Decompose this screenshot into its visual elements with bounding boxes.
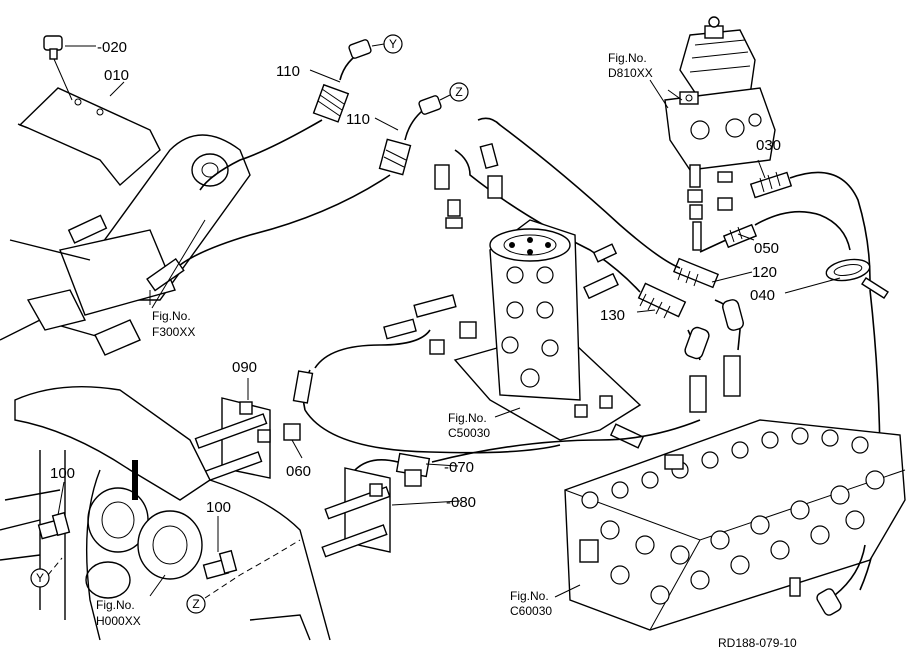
label-050: 050: [754, 240, 779, 257]
pilot-valve-fittings[interactable]: [687, 164, 733, 251]
figref-c60030[interactable]: Fig.No. C60030: [510, 589, 552, 618]
cable-tie-040[interactable]: [825, 256, 889, 299]
svg-text:Z: Z: [192, 597, 199, 611]
svg-text:Fig.No.: Fig.No.: [152, 309, 191, 323]
svg-text:Fig.No.: Fig.No.: [510, 589, 549, 603]
svg-text:F300XX: F300XX: [152, 325, 195, 339]
label-060: 060: [286, 463, 311, 480]
label-030: 030: [756, 137, 781, 154]
label-070: -070: [444, 459, 474, 476]
boom-bracket-h000[interactable]: [0, 385, 331, 641]
label-080: -080: [446, 494, 476, 511]
hose-050[interactable]: [699, 210, 851, 253]
cover-plate-010[interactable]: [17, 87, 161, 187]
lift-cylinder-assembly[interactable]: [0, 134, 251, 356]
svg-text:Z: Z: [455, 85, 462, 99]
swivel-joint-c50030[interactable]: [429, 219, 642, 441]
drawing-reference-number: RD188-079-10: [718, 636, 797, 650]
label-020: -020: [97, 39, 127, 56]
label-010: 010: [104, 67, 129, 84]
swivel-joint-fittings[interactable]: [383, 142, 619, 340]
hose-110-y[interactable]: [199, 39, 372, 191]
label-100-left: 100: [50, 465, 75, 482]
label-130: 130: [600, 307, 625, 324]
hose-110-z[interactable]: [179, 95, 442, 266]
hose-120[interactable]: [477, 117, 745, 351]
callout-z-top: Z: [439, 82, 469, 102]
svg-text:Y: Y: [36, 571, 44, 585]
figref-h000xx[interactable]: Fig.No. H000XX: [96, 598, 141, 628]
hose-130[interactable]: [454, 149, 711, 361]
label-110-y: 110: [276, 63, 300, 80]
control-valve-c60030[interactable]: [564, 355, 906, 631]
callout-y-bottom: Y: [30, 568, 50, 588]
label-100-right: 100: [206, 499, 231, 516]
svg-text:C50030: C50030: [448, 426, 490, 440]
svg-text:H000XX: H000XX: [96, 614, 141, 628]
figref-d810xx[interactable]: Fig.No. D810XX: [608, 51, 669, 109]
callout-y-top: Y: [371, 34, 403, 54]
label-120: 120: [752, 264, 777, 281]
leader-lines: [57, 45, 841, 598]
bolt-020[interactable]: [43, 35, 73, 101]
pilot-valve-d810[interactable]: [664, 16, 776, 171]
routing-line-y-bottom: [47, 557, 63, 576]
svg-text:D810XX: D810XX: [608, 66, 653, 80]
hose-070[interactable]: [354, 419, 701, 487]
routing-line-z-bottom: [204, 539, 301, 599]
bolt-100-left[interactable]: [37, 511, 71, 540]
svg-text:Fig.No.: Fig.No.: [608, 51, 647, 65]
bracket-080[interactable]: [321, 467, 391, 558]
figref-f300xx[interactable]: Fig.No. F300XX: [151, 219, 206, 339]
svg-text:Fig.No.: Fig.No.: [96, 598, 135, 612]
hose-060[interactable]: [283, 329, 561, 454]
svg-text:C60030: C60030: [510, 604, 552, 618]
bolt-100-right[interactable]: [202, 549, 238, 580]
callout-z-bottom: Z: [186, 594, 206, 614]
label-090: 090: [232, 359, 257, 376]
figref-c50030[interactable]: Fig.No. C50030: [448, 411, 490, 440]
svg-text:Fig.No.: Fig.No.: [448, 411, 487, 425]
label-040: 040: [750, 287, 775, 304]
svg-text:Y: Y: [389, 37, 397, 51]
label-110-z: 110: [346, 111, 370, 128]
